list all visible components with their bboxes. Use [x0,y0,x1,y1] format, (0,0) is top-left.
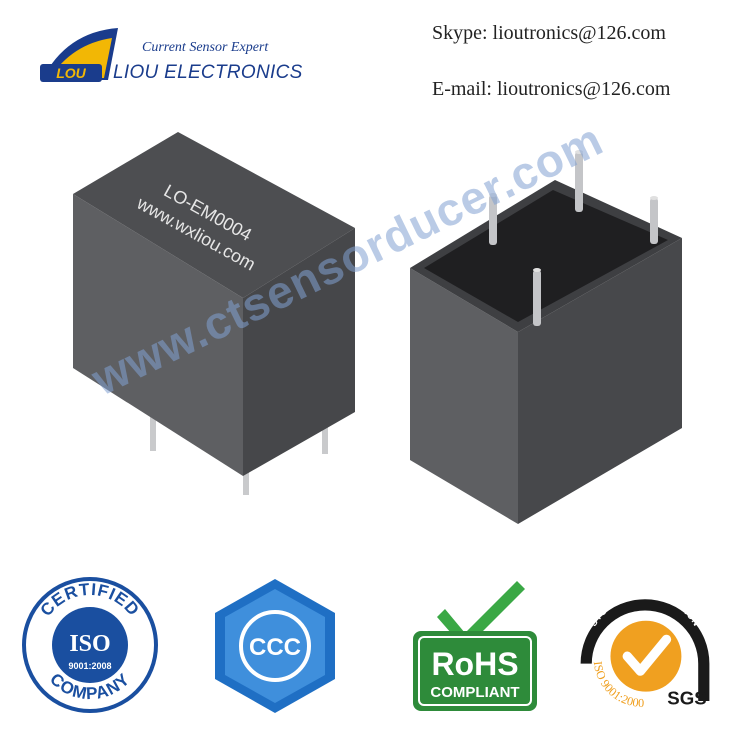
sgs-brand-text: SGS [667,688,706,709]
iso-mark-text: ISO [69,631,110,657]
logo-badge-text: LOU [56,65,86,81]
rohs-compliant-badge: RoHS COMPLIANT [413,581,537,711]
ccc-text: CCC [249,634,301,661]
company-tagline: Current Sensor Expert [142,40,269,55]
rohs-compliant-text: COMPLIANT [430,684,519,701]
sgs-certification-badge: SYSTEM CERTIFICATION ISO 9001:2000 SGS [580,589,710,710]
company-logo: LOU [40,28,118,82]
check-icon [622,634,672,676]
email-contact: E-mail: lioutronics@126.com [432,78,671,100]
iso-standard-text: 9001:2008 [68,661,111,671]
skype-contact: Skype: lioutronics@126.com [432,22,666,44]
component-front-view: LO-EM0004 www.wxliou.com [73,132,355,495]
iso-certified-badge: CERTIFIED COMPANY ISO 9001:2008 [22,577,158,713]
ccc-badge: CCC [215,579,335,713]
product-illustration: LO-EM0004 www.wxliou.com [73,132,682,524]
component-back-view [410,150,682,524]
rohs-text: RoHS [431,646,518,682]
company-name: LIOU ELECTRONICS [113,62,303,83]
